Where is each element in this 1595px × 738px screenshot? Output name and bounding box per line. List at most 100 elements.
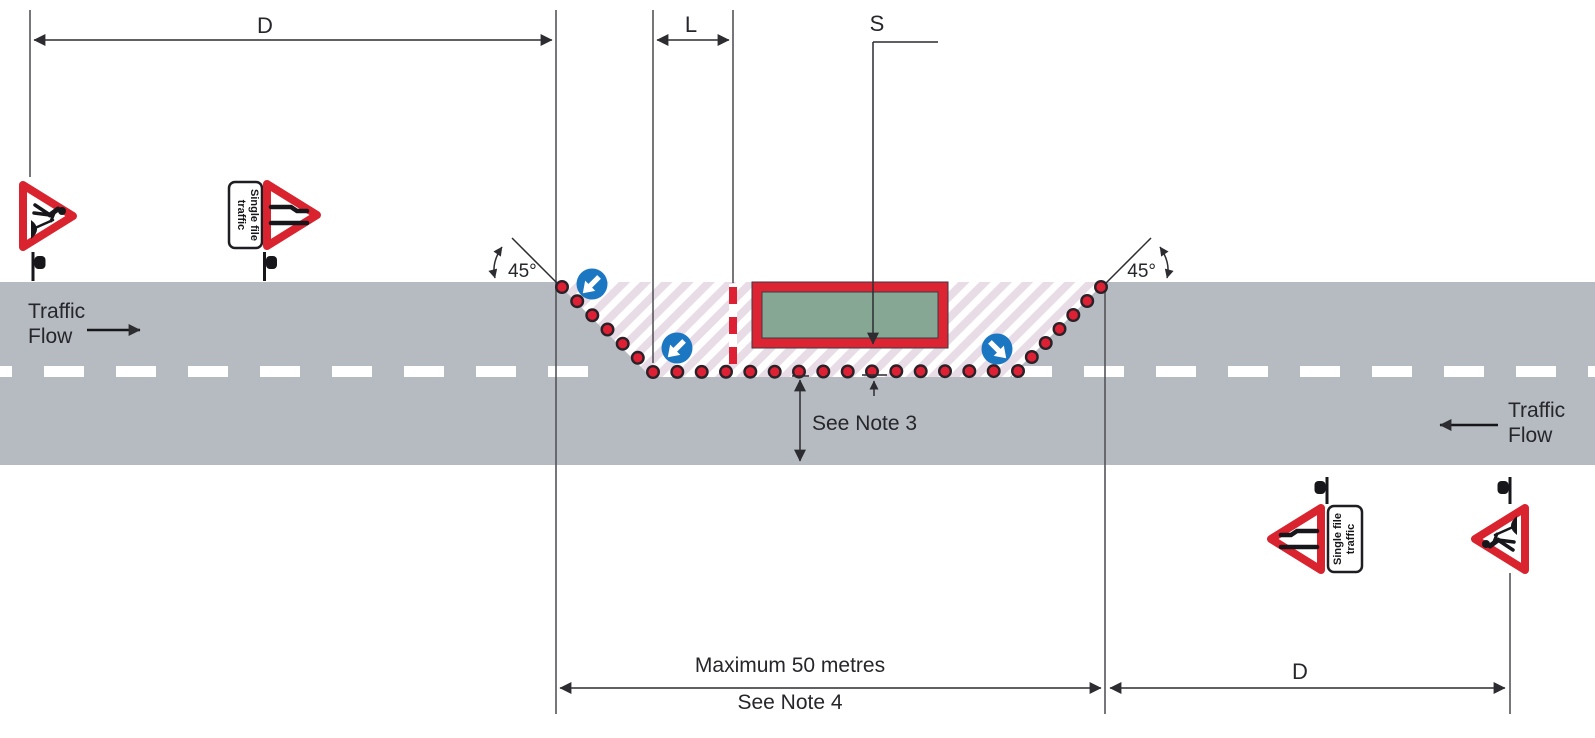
digging-man-icon: [31, 203, 66, 239]
traffic-cone-marker: [767, 364, 782, 379]
keep-left-arrow-icon: [667, 339, 686, 358]
traffic-cone-marker: [615, 336, 630, 351]
sign-post-marker: [31, 252, 46, 281]
warning-triangle: [263, 180, 321, 250]
traffic-cone-marker: [743, 364, 758, 379]
taper-angle-left: 45°: [488, 237, 558, 284]
works-vehicle-green-body: [761, 291, 939, 339]
max50-label: Maximum 50 metres: [695, 654, 885, 677]
barrier-red-block: [729, 287, 737, 304]
road-narrows-icon: [1278, 528, 1320, 550]
centre-line-dash: [476, 366, 516, 377]
traffic-cone-marker: [913, 364, 928, 379]
sign-post-marker: [263, 252, 277, 281]
traffic-cone-rows: [555, 280, 1108, 380]
road-works-warning-sign: [1471, 504, 1529, 574]
note3-label: See Note 3: [812, 412, 917, 435]
traffic-cone-marker: [1052, 322, 1067, 337]
plate-text-line1: Single file: [248, 189, 260, 241]
keep-right-arrow-icon: [988, 340, 1007, 359]
road-narrows-icon: [268, 204, 310, 226]
centre-line-dash: [404, 366, 444, 377]
post-stem: [1508, 477, 1512, 504]
dimension-label-d-right: D: [1292, 659, 1308, 684]
dimension-label-d-left: D: [257, 13, 273, 38]
centre-line-dash: [188, 366, 228, 377]
traffic-flow-left-line2: Flow: [28, 325, 73, 348]
traffic-cone-marker: [816, 364, 831, 379]
keep-left-arrow-icon: [582, 275, 601, 294]
plate-board: [1326, 504, 1364, 574]
traffic-cone-marker: [1093, 280, 1108, 295]
barrier-red-block: [729, 317, 737, 334]
traffic-flow-left-line1: Traffic: [28, 300, 85, 323]
traffic-cone-marker: [840, 364, 855, 379]
road-works-warning-sign: [19, 181, 77, 251]
centre-line-dash: [548, 366, 588, 377]
centre-line-dash: [44, 366, 84, 377]
traffic-cone-marker: [889, 364, 904, 379]
centre-line-dash: [1012, 366, 1052, 377]
post-head: [34, 256, 46, 269]
post-stem: [31, 252, 35, 281]
taper-angle-arc: [488, 246, 503, 279]
single-file-traffic-plate: Single file traffic: [227, 180, 264, 250]
traffic-cone-marker: [1038, 336, 1053, 351]
taper-angle-line: [511, 237, 558, 284]
road-narrows-warning-sign: [1267, 504, 1325, 574]
post-head: [1497, 481, 1509, 494]
keep-left-arrow-sign: [661, 332, 693, 364]
traffic-cone-marker: [694, 364, 709, 379]
centre-line-dash: [1084, 366, 1124, 377]
traffic-cone-marker: [938, 364, 953, 379]
centre-line-dash: [332, 366, 372, 377]
plate-board: [227, 180, 264, 250]
traffic-cone-marker: [792, 364, 807, 379]
traffic-cone-marker: [962, 364, 977, 379]
taper-angle-arc: [1159, 246, 1174, 279]
traffic-cone-marker: [555, 280, 570, 295]
centre-line-dashes: [0, 366, 1595, 377]
post-head: [1314, 481, 1326, 494]
keep-left-arrow-sign: [576, 268, 608, 300]
centre-line-dash: [1156, 366, 1196, 377]
taper-angle-line: [1105, 237, 1152, 284]
traffic-cone-marker: [600, 322, 615, 337]
traffic-cone-marker: [630, 350, 645, 365]
barrier-red-block: [729, 347, 737, 364]
sign-post-marker: [1497, 477, 1512, 504]
sign-post-marker: [1314, 477, 1329, 504]
plate-text-line2: traffic: [235, 200, 247, 231]
dimension-annotations: D L S See Note 3 Maximum 50 metres See N…: [33, 11, 1506, 714]
traffic-cone-marker: [1024, 350, 1039, 365]
traffic-cone-marker: [719, 364, 734, 379]
taper-angle-label-left: 45°: [508, 261, 537, 282]
traffic-cone-marker: [646, 365, 661, 380]
centre-line-dash: [260, 366, 300, 377]
centre-line-dash: [1516, 366, 1556, 377]
guide-lines: [29, 10, 1511, 714]
warning-triangle: [1267, 504, 1325, 574]
plate-text-line2: traffic: [1345, 524, 1357, 555]
post-stem: [1325, 477, 1329, 504]
centre-line-dash: [1588, 366, 1595, 377]
traffic-cone-marker: [570, 294, 585, 309]
traffic-flow-right-line1: Traffic: [1508, 399, 1565, 422]
keep-right-arrow-sign: [981, 333, 1013, 365]
taper-angle-label-right: 45°: [1127, 261, 1156, 282]
traffic-flow-right: Traffic Flow: [1439, 399, 1565, 447]
dimension-label-l: L: [685, 12, 697, 37]
traffic-cone-marker: [1011, 364, 1026, 379]
traffic-cone-marker: [585, 308, 600, 323]
plate-text-line1: Single file: [1332, 513, 1344, 565]
road-narrows-warning-sign: [263, 180, 321, 250]
centre-line-dash: [1300, 366, 1340, 377]
note4-label: See Note 4: [737, 691, 842, 714]
digging-man-icon: [1482, 516, 1517, 552]
centre-line-dash: [1444, 366, 1484, 377]
dimension-label-s: S: [870, 11, 885, 36]
post-head: [266, 256, 277, 269]
centre-line-dash: [116, 366, 156, 377]
traffic-cone-marker: [670, 364, 685, 379]
